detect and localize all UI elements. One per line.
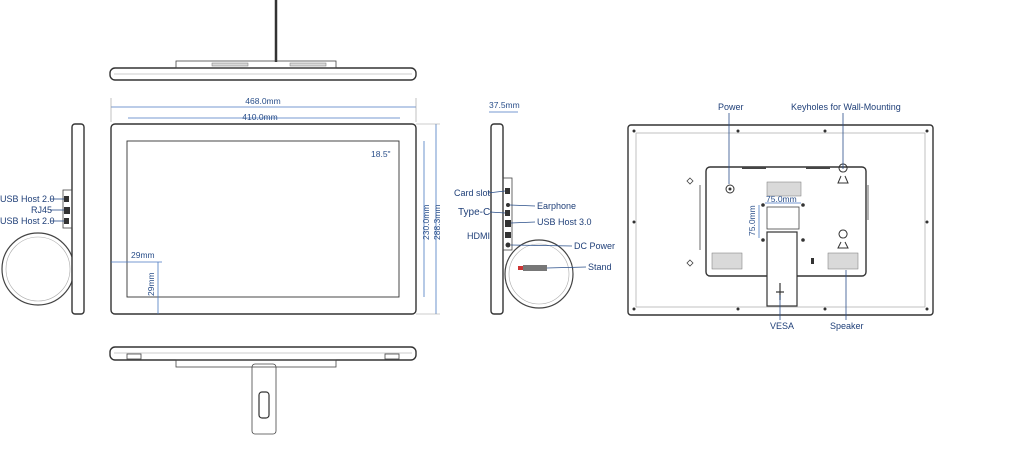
power-button-icon (725, 184, 735, 194)
top-vent (742, 167, 766, 169)
screw (925, 307, 929, 311)
vesa-hole (801, 203, 805, 207)
top-view-rail (175, 60, 337, 69)
right-side-port-block (502, 177, 513, 251)
diagonal-label: 18.5" (371, 149, 391, 159)
screw (632, 220, 636, 224)
top-vent-right (289, 62, 327, 67)
screen-height-label: 230.0mm (421, 205, 431, 240)
leader-card-slot (487, 190, 506, 194)
power-button-dot (728, 187, 732, 191)
label-power: Power (718, 102, 744, 112)
depth-label: 37.5mm (489, 100, 520, 110)
bezel-side-label: 29mm (131, 250, 155, 260)
label-type-c: Type-C (458, 207, 490, 218)
bezel-bottom-label: 29mm (146, 272, 156, 296)
screw (736, 307, 740, 311)
right-stand-ring (504, 239, 574, 309)
leader-usb-3 (510, 221, 536, 224)
port-rj45 (64, 207, 70, 214)
vesa-hole (801, 238, 805, 242)
label-usb-host-2: USB Host 2.0 (0, 216, 55, 226)
vent-grille (766, 181, 802, 197)
screw (632, 129, 636, 133)
right-stand-ring-inner (508, 243, 570, 305)
left-side-port-block (62, 189, 73, 229)
stand-base-slot (258, 391, 270, 419)
speaker-grille-left (711, 252, 743, 270)
label-speaker: Speaker (830, 321, 864, 331)
stand-column (766, 231, 798, 307)
stand-knob-dot (518, 266, 523, 270)
screw (736, 129, 740, 133)
keyhole-icon (837, 229, 849, 249)
leader-type-c (489, 211, 506, 214)
outer-width-label: 468.0mm (245, 96, 280, 106)
right-side-view: 37.5mm Card slot Type-C HDMI Earphone US… (454, 100, 615, 315)
leader-dc-power (510, 244, 573, 247)
front-view: 468.0mm 410.0mm 18.5" 29mm 29mm 230.0mm … (110, 96, 442, 315)
label-stand: Stand (588, 262, 612, 272)
right-side-body (490, 123, 504, 315)
left-side-view: USB Host 2.0 RJ45 USB Host 2.0 (0, 123, 85, 315)
front-bezel (110, 123, 417, 315)
side-mark (686, 259, 694, 267)
port-type-c (505, 210, 510, 216)
speaker-grille-right (827, 252, 859, 270)
bottom-foot-left (126, 353, 142, 360)
screw (632, 307, 636, 311)
vesa-h-label: 75.0mm (766, 194, 797, 204)
port-usb-2 (64, 218, 69, 224)
vesa-hole (761, 203, 765, 207)
screw (823, 307, 827, 311)
vesa-hole (761, 238, 765, 242)
stand-base (251, 363, 277, 435)
label-usb-host-1: USB Host 2.0 (0, 194, 55, 204)
left-side-body (71, 123, 85, 315)
label-dc-power: DC Power (574, 241, 615, 251)
port-earphone (506, 203, 510, 207)
outer-height-label: 288.3mm (432, 205, 442, 240)
bottom-view-rail (175, 359, 337, 368)
side-mark (686, 177, 694, 185)
label-vesa: VESA (770, 321, 794, 331)
screw (925, 220, 929, 224)
port-dc-power (505, 242, 511, 248)
leader-stand (546, 266, 587, 269)
label-hdmi: HDMI (467, 231, 490, 241)
front-screen (126, 140, 400, 298)
indicator (811, 258, 814, 264)
vesa-v-label: 75.0mm (747, 205, 757, 236)
left-stand-ring-inner (5, 236, 71, 302)
port-hdmi (505, 232, 511, 238)
label-rj45: RJ45 (31, 205, 52, 215)
screw (925, 129, 929, 133)
leader-earphone (509, 204, 536, 207)
screw (823, 129, 827, 133)
port-card-slot (505, 188, 510, 194)
left-stand-ring (1, 232, 75, 306)
top-vent (806, 167, 830, 169)
screen-width-label: 410.0mm (242, 112, 277, 122)
back-inner-line (635, 132, 926, 308)
vesa-block (766, 206, 800, 230)
port-usb-1 (64, 196, 69, 202)
label-keyholes: Keyholes for Wall-Mounting (791, 102, 901, 112)
bottom-view (109, 346, 417, 435)
label-earphone: Earphone (537, 201, 576, 211)
bottom-view-body (109, 346, 417, 361)
bottom-foot-right (384, 353, 400, 360)
top-view (109, 0, 417, 81)
top-vent-left (211, 62, 249, 67)
label-usb-host-3: USB Host 3.0 (537, 217, 592, 227)
stand-knob (523, 265, 547, 271)
label-card-slot: Card slot (454, 188, 491, 198)
port-usb-3 (505, 220, 511, 227)
back-view: 75.0mm 75.0mm Power Keyholes for Wall-Mo… (627, 102, 934, 331)
